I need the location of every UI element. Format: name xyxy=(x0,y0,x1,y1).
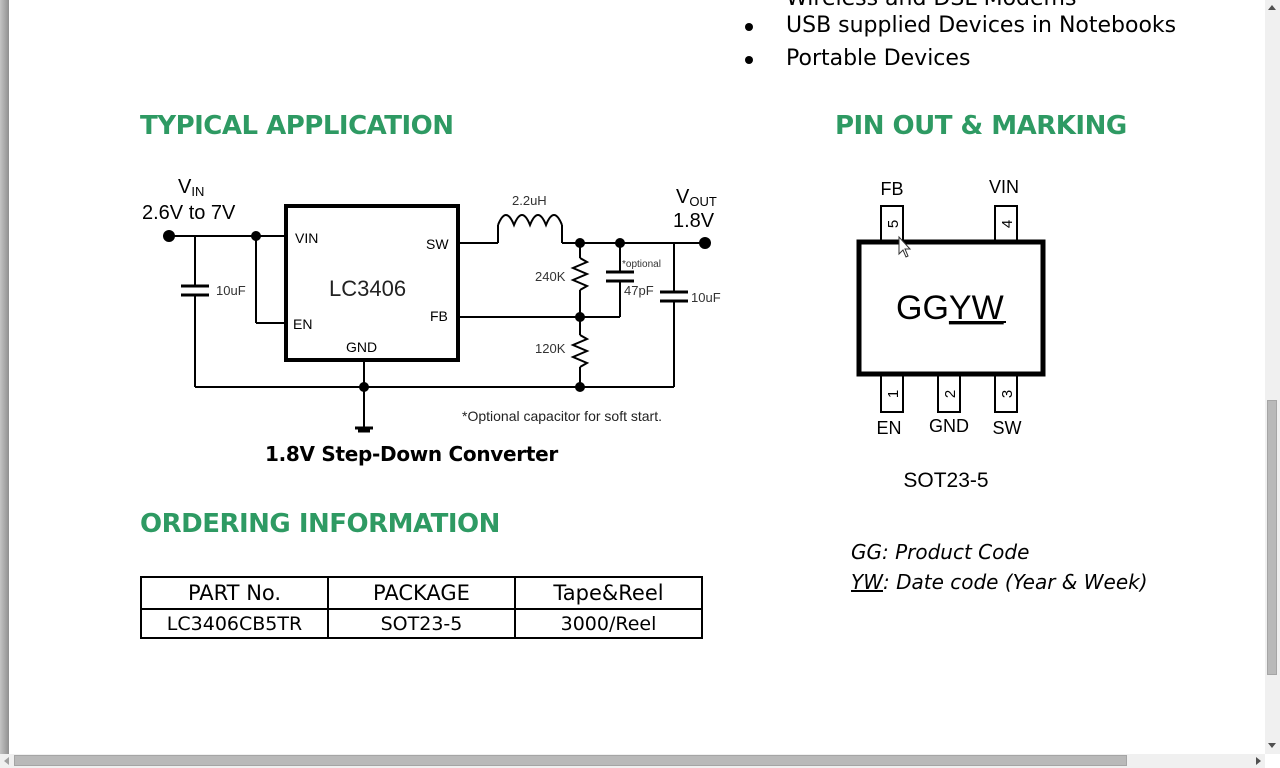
legend-desc: : Date code (Year & Week) xyxy=(883,570,1148,594)
resistor-120k xyxy=(570,334,590,368)
pin-label-sw: SW xyxy=(426,236,449,252)
pin-label-vin: VIN xyxy=(295,230,318,246)
scroll-left-arrow-icon[interactable] xyxy=(4,757,9,765)
package-body xyxy=(856,239,1046,377)
legend-desc: : Product Code xyxy=(882,540,1030,564)
page-gutter xyxy=(0,0,9,754)
r-bottom-label: 120K xyxy=(535,341,566,356)
junction-dot xyxy=(359,382,369,392)
junction-dot xyxy=(575,382,585,392)
pin-number: 3 xyxy=(999,390,1016,398)
ground-symbol xyxy=(355,426,373,433)
table-header-row: PART No. PACKAGE Tape&Reel xyxy=(140,576,703,610)
package-diagram: 5 4 1 2 3 FB VIN EN GND SW GGYW SOT23-5 xyxy=(856,177,1046,492)
bullet-dot xyxy=(745,56,753,64)
cff-note: *optional xyxy=(622,259,661,270)
junction-dot xyxy=(251,231,261,241)
ordering-table: PART No. PACKAGE Tape&Reel LC3406CB5TR S… xyxy=(140,576,703,639)
vin-label: VIN xyxy=(178,176,204,199)
scroll-right-arrow-icon[interactable] xyxy=(1256,757,1261,765)
vertical-scrollbar[interactable] xyxy=(1265,0,1280,754)
vout-value: 1.8V xyxy=(673,210,715,232)
table-cell: SOT23-5 xyxy=(327,608,516,639)
pin-name: SW xyxy=(993,418,1022,438)
junction-dot xyxy=(615,238,625,248)
r-top-label: 240K xyxy=(535,269,566,284)
bullet-text: USB supplied Devices in Notebooks xyxy=(786,13,1177,38)
pin-number: 5 xyxy=(885,220,902,228)
typical-application-heading: TYPICAL APPLICATION xyxy=(140,111,454,141)
table-cell: LC3406CB5TR xyxy=(140,608,329,639)
junction-dot xyxy=(575,238,585,248)
legend-code: YW xyxy=(851,570,883,594)
column-header: PART No. xyxy=(140,576,329,610)
table-row: LC3406CB5TR SOT23-5 3000/Reel xyxy=(140,608,703,639)
scroll-up-arrow-icon[interactable] xyxy=(1268,5,1276,10)
legend-date-code: YW: Date code (Year & Week) xyxy=(851,570,1148,594)
inductor xyxy=(497,214,563,228)
vin-terminal xyxy=(163,230,175,242)
ic-name: LC3406 xyxy=(329,276,406,301)
schematic-caption: 1.8V Step-Down Converter xyxy=(265,442,558,466)
table-cell: 3000/Reel xyxy=(514,608,703,639)
pin-label-gnd: GND xyxy=(346,339,377,355)
pin-name: GND xyxy=(929,416,969,436)
ic-body xyxy=(284,204,460,362)
scrollbar-corner xyxy=(1265,754,1280,768)
schematic-footnote: *Optional capacitor for soft start. xyxy=(462,408,662,424)
scroll-down-arrow-icon[interactable] xyxy=(1268,743,1276,748)
package-name: SOT23-5 xyxy=(903,469,988,492)
horizontal-scroll-thumb[interactable] xyxy=(14,755,1127,766)
pin-label-en: EN xyxy=(293,316,312,332)
pinout-heading: PIN OUT & MARKING xyxy=(835,111,1127,141)
resistor-240k xyxy=(570,257,590,291)
pin-number: 1 xyxy=(885,390,902,398)
inductor-label: 2.2uH xyxy=(512,193,547,208)
horizontal-scrollbar[interactable] xyxy=(0,754,1265,768)
column-header: PACKAGE xyxy=(327,576,516,610)
column-header: Tape&Reel xyxy=(514,576,703,610)
legend-code: GG xyxy=(851,540,882,564)
pin-label-fb: FB xyxy=(430,308,448,324)
cin-label: 10uF xyxy=(216,283,246,298)
bullet-text: Portable Devices xyxy=(786,46,971,71)
vin-range: 2.6V to 7V xyxy=(142,202,236,224)
junction-dot xyxy=(575,312,585,322)
package-marking: GGYW xyxy=(896,289,1004,327)
ordering-heading: ORDERING INFORMATION xyxy=(140,509,500,539)
vout-label: VOUT xyxy=(676,186,717,209)
pin-name: VIN xyxy=(989,177,1019,197)
bullet-dot xyxy=(745,23,753,31)
pin-name: EN xyxy=(876,418,901,438)
pin-number: 2 xyxy=(942,390,959,398)
cff-label: 47pF xyxy=(624,283,654,298)
pin-number: 4 xyxy=(999,220,1016,228)
vertical-scroll-thumb[interactable] xyxy=(1267,400,1277,675)
cout-label: 10uF xyxy=(691,290,721,305)
vout-terminal xyxy=(699,237,711,249)
mouse-cursor-icon xyxy=(898,235,912,258)
legend-product-code: GG: Product Code xyxy=(851,540,1029,564)
pin-name: FB xyxy=(880,179,903,199)
bullet-text: Wireless and DSL Modems xyxy=(786,0,1076,11)
